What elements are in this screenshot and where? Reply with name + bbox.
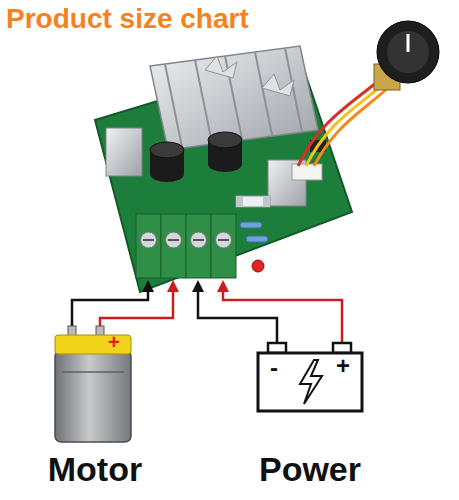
part-label: Motor [48,450,142,489]
knob-wires [298,78,390,166]
battery-node: - + Power [245,336,375,498]
arrowhead [142,280,229,292]
battery-symbol [258,343,362,411]
resistor [246,236,268,242]
terminal-block [136,214,236,278]
terminal-sign: - [270,354,278,382]
heatsink [106,128,142,176]
capacitor [150,132,242,182]
fuse [236,196,270,207]
terminal-sign: + [108,331,120,354]
heatsink [150,46,318,150]
potentiometer-knob [374,21,439,90]
terminal-sign: + [336,352,350,380]
resistor [240,222,262,228]
motor-node: + Motor [40,322,150,497]
led [252,260,264,272]
part-label: Power [259,450,361,489]
page-title: Product size chart [6,3,249,35]
motor-symbol [55,326,131,442]
